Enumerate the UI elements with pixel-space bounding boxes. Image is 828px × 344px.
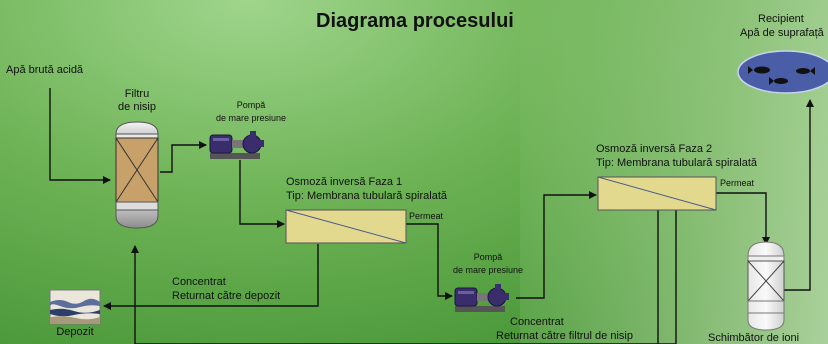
raw-water-label: Apă brută acidă (6, 64, 84, 76)
ion-to-pond-line (784, 99, 814, 291)
pump2-label-line1: Pompă (473, 252, 503, 262)
ion-exchanger-icon (747, 241, 785, 331)
ro2-label-line1: Osmoză inversă Faza 2 (596, 143, 713, 155)
ion-exchanger-label: Schimbător de ioni (708, 332, 800, 344)
pump2-to-ro2-line (516, 191, 597, 299)
pump1-label-line1: Pompă (236, 100, 266, 110)
raw-water-line (49, 88, 111, 184)
recipient-label-line2: Apă de suprafață (740, 27, 824, 39)
concentrate2-label-line2: Returnat către filtrul de nisip (496, 330, 633, 342)
concentrate2-label-line1: Concentrat (510, 316, 564, 328)
diagram-title: Diagrama procesului (316, 10, 514, 32)
fish-icon (748, 66, 770, 74)
permeate2-line (716, 192, 770, 245)
sand-filter-icon (115, 121, 159, 229)
concentrate1-line (103, 244, 319, 310)
permeate2-label: Permeat (720, 178, 755, 188)
concentrate1-label-line1: Concentrat (172, 276, 226, 288)
filter-to-pump1-line (160, 141, 207, 173)
sand-filter-label-line1: Filtru (124, 88, 150, 100)
pump1-label-line2: de mare presiune (215, 113, 287, 123)
permeate1-line (406, 223, 453, 300)
pump1-to-ro1-line (239, 160, 285, 228)
pump2-label-line2: de mare presiune (452, 265, 524, 275)
ro1-label-line1: Osmoză inversă Faza 1 (286, 176, 403, 188)
deposit-icon (49, 289, 101, 325)
ro1-label-line2: Tip: Membrana tubulară spiralată (286, 190, 448, 202)
permeate1-label: Permeat (409, 211, 444, 221)
flow-lines (49, 88, 814, 344)
deposit-label: Depozit (56, 326, 94, 338)
recycle-line (131, 210, 677, 344)
membrane-icon (597, 176, 717, 211)
pump-icon (209, 131, 264, 159)
fish-icon (796, 67, 815, 75)
fish-icon (769, 77, 788, 85)
membrane-icon (285, 209, 407, 244)
pond-icon (737, 50, 828, 94)
sand-filter-label-line2: de nisip (118, 101, 156, 113)
concentrate1-label-line2: Returnat către depozit (172, 290, 281, 302)
ro2-label-line2: Tip: Membrana tubulară spiralată (596, 157, 758, 169)
recipient-label-line1: Recipient (758, 13, 804, 25)
pump-icon (454, 284, 509, 312)
